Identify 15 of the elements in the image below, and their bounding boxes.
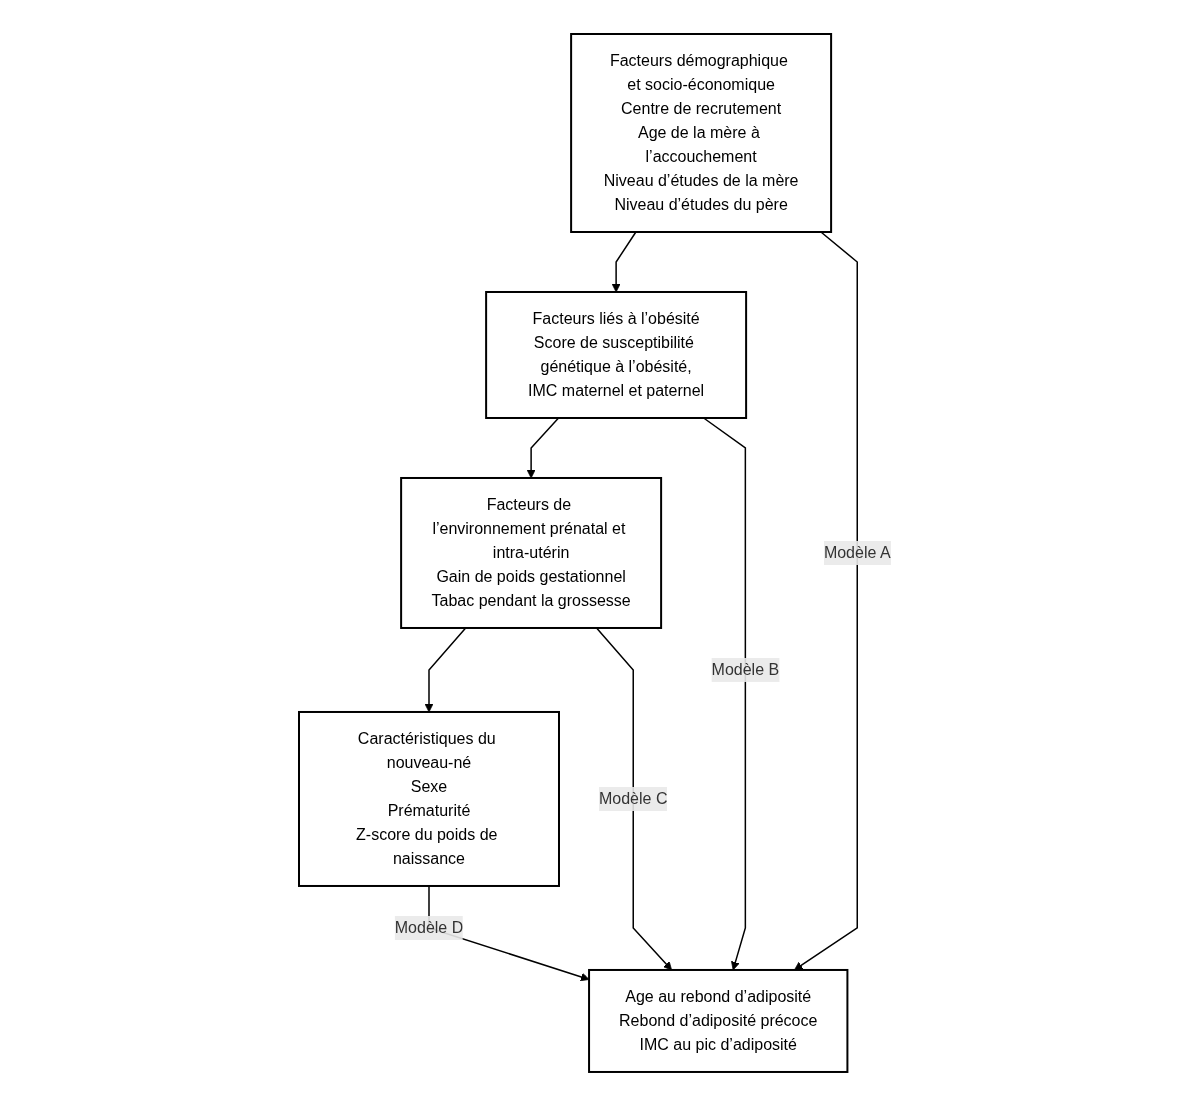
arrow <box>702 417 746 971</box>
arrow <box>793 231 858 971</box>
arrow <box>611 231 637 293</box>
node-box: Caractéristiques du nouveau-né Sexe Prématurité Z-score du poids de naissance <box>297 711 560 887</box>
arrow <box>526 417 559 479</box>
edge-label: Modèle D <box>394 918 463 936</box>
node-box: Facteurs démographique et socio-économique Centre de recrutement Age de la mère à l’accouchement Niveau d’études de la mère Niveau d’études du père <box>569 33 832 233</box>
edge-label: Modèle B <box>711 661 779 678</box>
arrow <box>595 627 672 971</box>
arrow <box>424 627 467 713</box>
edge-label: Modèle A <box>823 544 891 561</box>
node-box: Facteurs liés à l’obésité Score de susceptibilité génétique à l’obésité, IMC maternel et paternel <box>484 291 747 419</box>
edge-label: Modèle C <box>598 789 668 807</box>
node-box: Age au rebond d’adiposité Rebond d’adiposité précoce IMC au pic d’adiposité <box>587 969 849 1073</box>
node-box: Facteurs de l’environnement prénatal et intra-utérin Gain de poids gestationnel Tabac pendant la grossesse <box>399 477 662 629</box>
